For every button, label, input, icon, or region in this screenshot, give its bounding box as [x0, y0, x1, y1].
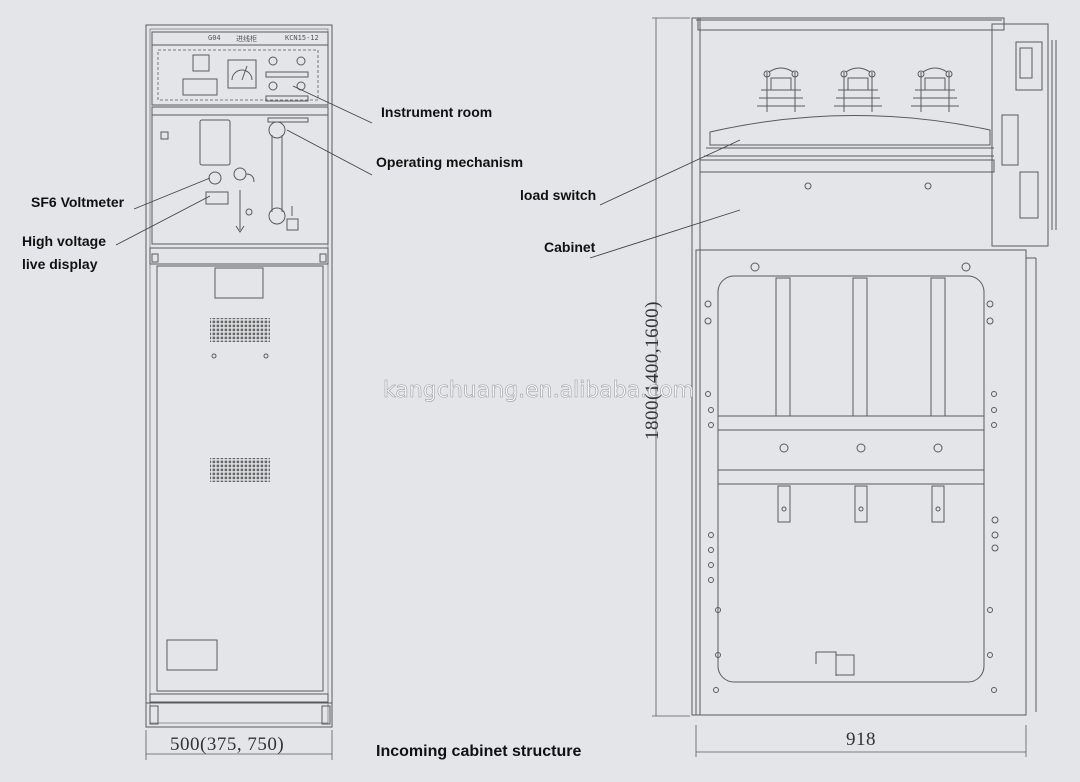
panel-header-right: KCN15-12	[285, 34, 319, 42]
dimension-height: 1800(1400,1600)	[642, 301, 663, 440]
label-cabinet: Cabinet	[544, 239, 596, 255]
operating-mechanism-panel	[151, 106, 329, 245]
diagram-caption: Incoming cabinet structure	[376, 743, 582, 760]
cabinet-rivets	[704, 262, 999, 693]
watermark: kangchuang.en.alibaba.com	[383, 378, 695, 404]
meter-dial	[227, 59, 257, 89]
label-load-switch: load switch	[520, 187, 597, 203]
leader-lines	[115, 85, 741, 259]
dimension-front-width: 500(375, 750)	[170, 734, 285, 755]
label-instrument-room: Instrument room	[381, 104, 493, 120]
cabinet-body	[695, 249, 1027, 716]
load-switch-tank	[709, 114, 991, 146]
label-operating-mechanism: Operating mechanism	[376, 154, 524, 170]
label-sf6-voltmeter: SF6 Voltmeter	[31, 194, 125, 210]
panel-header-left: G04	[208, 34, 221, 42]
cabinet-door	[156, 265, 324, 692]
instrument-room-panel	[151, 31, 329, 106]
side-instrument-box	[991, 23, 1049, 247]
panel-header-middle: 进线柜	[236, 35, 257, 43]
label-live-display: live display	[22, 256, 98, 272]
front-view-cabinet	[145, 24, 333, 760]
side-view-cabinet	[652, 17, 1057, 757]
cabinet-inner-frame	[717, 275, 985, 683]
dimension-side-width: 918	[846, 729, 876, 750]
label-high-voltage: High voltage	[22, 233, 107, 249]
insulators	[757, 67, 959, 112]
